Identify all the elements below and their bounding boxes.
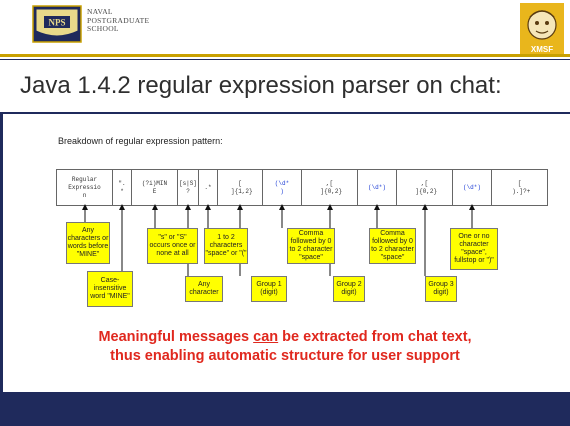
header-navy-rule <box>0 59 570 60</box>
annotation-note: Comma followed by 0 to 2 character "spac… <box>369 228 416 264</box>
annotation-note: 1 to 2 characters "space" or "(" <box>204 228 248 264</box>
conclusion-underlined-word: can <box>253 329 279 345</box>
slide-header: NPS NAVAL POSTGRADUATE SCHOOL XMSF <box>0 0 570 62</box>
nps-logo-icon: NPS <box>32 5 82 43</box>
annotation-note: Group 3 digit) <box>425 276 457 302</box>
conclusion-message: Meaningful messages can be extracted fro… <box>20 328 550 366</box>
pattern-cell: (\d*) <box>358 170 397 205</box>
pattern-cell: Regular Expressio n <box>57 170 113 205</box>
mascot-caption: XMSF <box>531 45 553 54</box>
pattern-cell: ,[ ]{0,2} <box>397 170 453 205</box>
pattern-cell: (\d* ) <box>263 170 302 205</box>
pattern-cell: [ ).]?+ <box>512 179 531 195</box>
pattern-cell: (\d*) <box>453 170 492 205</box>
annotation-note: Comma followed by 0 to 2 character "spac… <box>287 228 335 264</box>
pattern-cell: (?i)MIN E <box>132 170 178 205</box>
logo-text: NPS <box>48 18 65 28</box>
regex-pattern-table: Regular Expressio n". *(?i)MIN E[s|S] ?.… <box>56 169 548 206</box>
breakdown-subtitle: Breakdown of regular expression pattern: <box>58 136 223 146</box>
xmsf-mascot-icon: XMSF <box>520 3 564 55</box>
slide-title: Java 1.4.2 regular expression parser on … <box>20 72 502 99</box>
title-rule <box>0 112 570 114</box>
school-line-3: SCHOOL <box>87 24 119 33</box>
annotation-note: Group 2 digit) <box>333 276 365 302</box>
left-margin-bar <box>0 114 3 392</box>
footer-bar <box>0 392 570 426</box>
pattern-cell: ,[ ]{0,2} <box>302 170 358 205</box>
annotation-note: Case-insensitive word "MINE" <box>87 271 133 307</box>
school-line-2: POSTGRADUATE <box>87 15 150 25</box>
annotation-note: Any character <box>185 276 223 302</box>
pattern-cell: ". * <box>113 170 132 205</box>
conclusion-line-2: thus enabling automatic structure for us… <box>110 348 460 364</box>
conclusion-part-2: be extracted from chat text, <box>278 329 472 345</box>
school-line-1: NAVAL <box>87 7 113 16</box>
school-name: NAVAL POSTGRADUATE SCHOOL <box>87 7 150 34</box>
pattern-cell: .* <box>199 170 218 205</box>
annotation-note: Any characters or words before "MINE" <box>66 222 110 264</box>
conclusion-part-1: Meaningful messages <box>98 329 254 345</box>
conclusion-line-1: Meaningful messages can be extracted fro… <box>20 328 550 347</box>
annotation-note: One or no character "space", fullstop or… <box>450 228 498 270</box>
pattern-cell: [ ]{1,2} <box>218 170 263 205</box>
pattern-cell: [s|S] ? <box>178 170 199 205</box>
annotation-note: "s" or "S" occurs once or none at all <box>147 228 198 264</box>
header-gold-rule <box>0 54 570 57</box>
annotation-note: Group 1 (digit) <box>251 276 287 302</box>
